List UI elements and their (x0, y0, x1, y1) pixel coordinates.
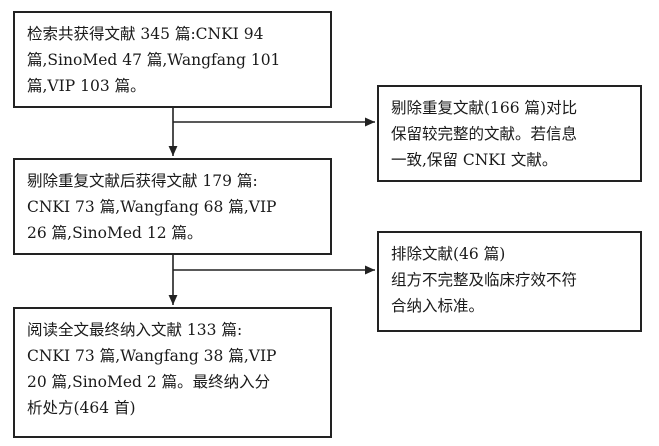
box-text-line: 26 篇,SinoMed 12 篇。 (27, 224, 203, 242)
box-text-line: 20 篇,SinoMed 2 篇。最终纳入分 (27, 373, 271, 391)
removed-duplicates-box: 剔除重复文献(166 篇)对比 保留较完整的文献。若信息 一致,保留 CNKI … (377, 85, 642, 182)
final-included-box: 阅读全文最终纳入文献 133 篇: CNKI 73 篇,Wangfang 38 … (13, 307, 332, 438)
box-text-line: 排除文献(46 篇) (391, 245, 506, 263)
box-text-line: 析处方(464 首) (27, 399, 136, 417)
box-text-line: CNKI 73 篇,Wangfang 68 篇,VIP (27, 198, 277, 216)
box-text-line: 合纳入标准。 (391, 297, 485, 315)
box-text-line: 篇,VIP 103 篇。 (27, 77, 146, 95)
excluded-box: 排除文献(46 篇) 组方不完整及临床疗效不符 合纳入标准。 (377, 231, 642, 332)
box-text-line: 篇,SinoMed 47 篇,Wangfang 101 (27, 51, 281, 69)
box-text-line: 检索共获得文献 345 篇:CNKI 94 (27, 25, 264, 43)
box-text-line: 剔除重复文献(166 篇)对比 (391, 99, 578, 117)
box-text-line: CNKI 73 篇,Wangfang 38 篇,VIP (27, 347, 277, 365)
box-text-line: 剔除重复文献后获得文献 179 篇: (27, 172, 258, 190)
search-results-box: 检索共获得文献 345 篇:CNKI 94 篇,SinoMed 47 篇,Wan… (13, 11, 332, 108)
box-text-line: 一致,保留 CNKI 文献。 (391, 151, 558, 169)
box-text-line: 保留较完整的文献。若信息 (391, 125, 578, 143)
after-dedup-box: 剔除重复文献后获得文献 179 篇: CNKI 73 篇,Wangfang 68… (13, 158, 332, 255)
box-text-line: 阅读全文最终纳入文献 133 篇: (27, 321, 243, 339)
box-text-line: 组方不完整及临床疗效不符 (391, 271, 578, 289)
